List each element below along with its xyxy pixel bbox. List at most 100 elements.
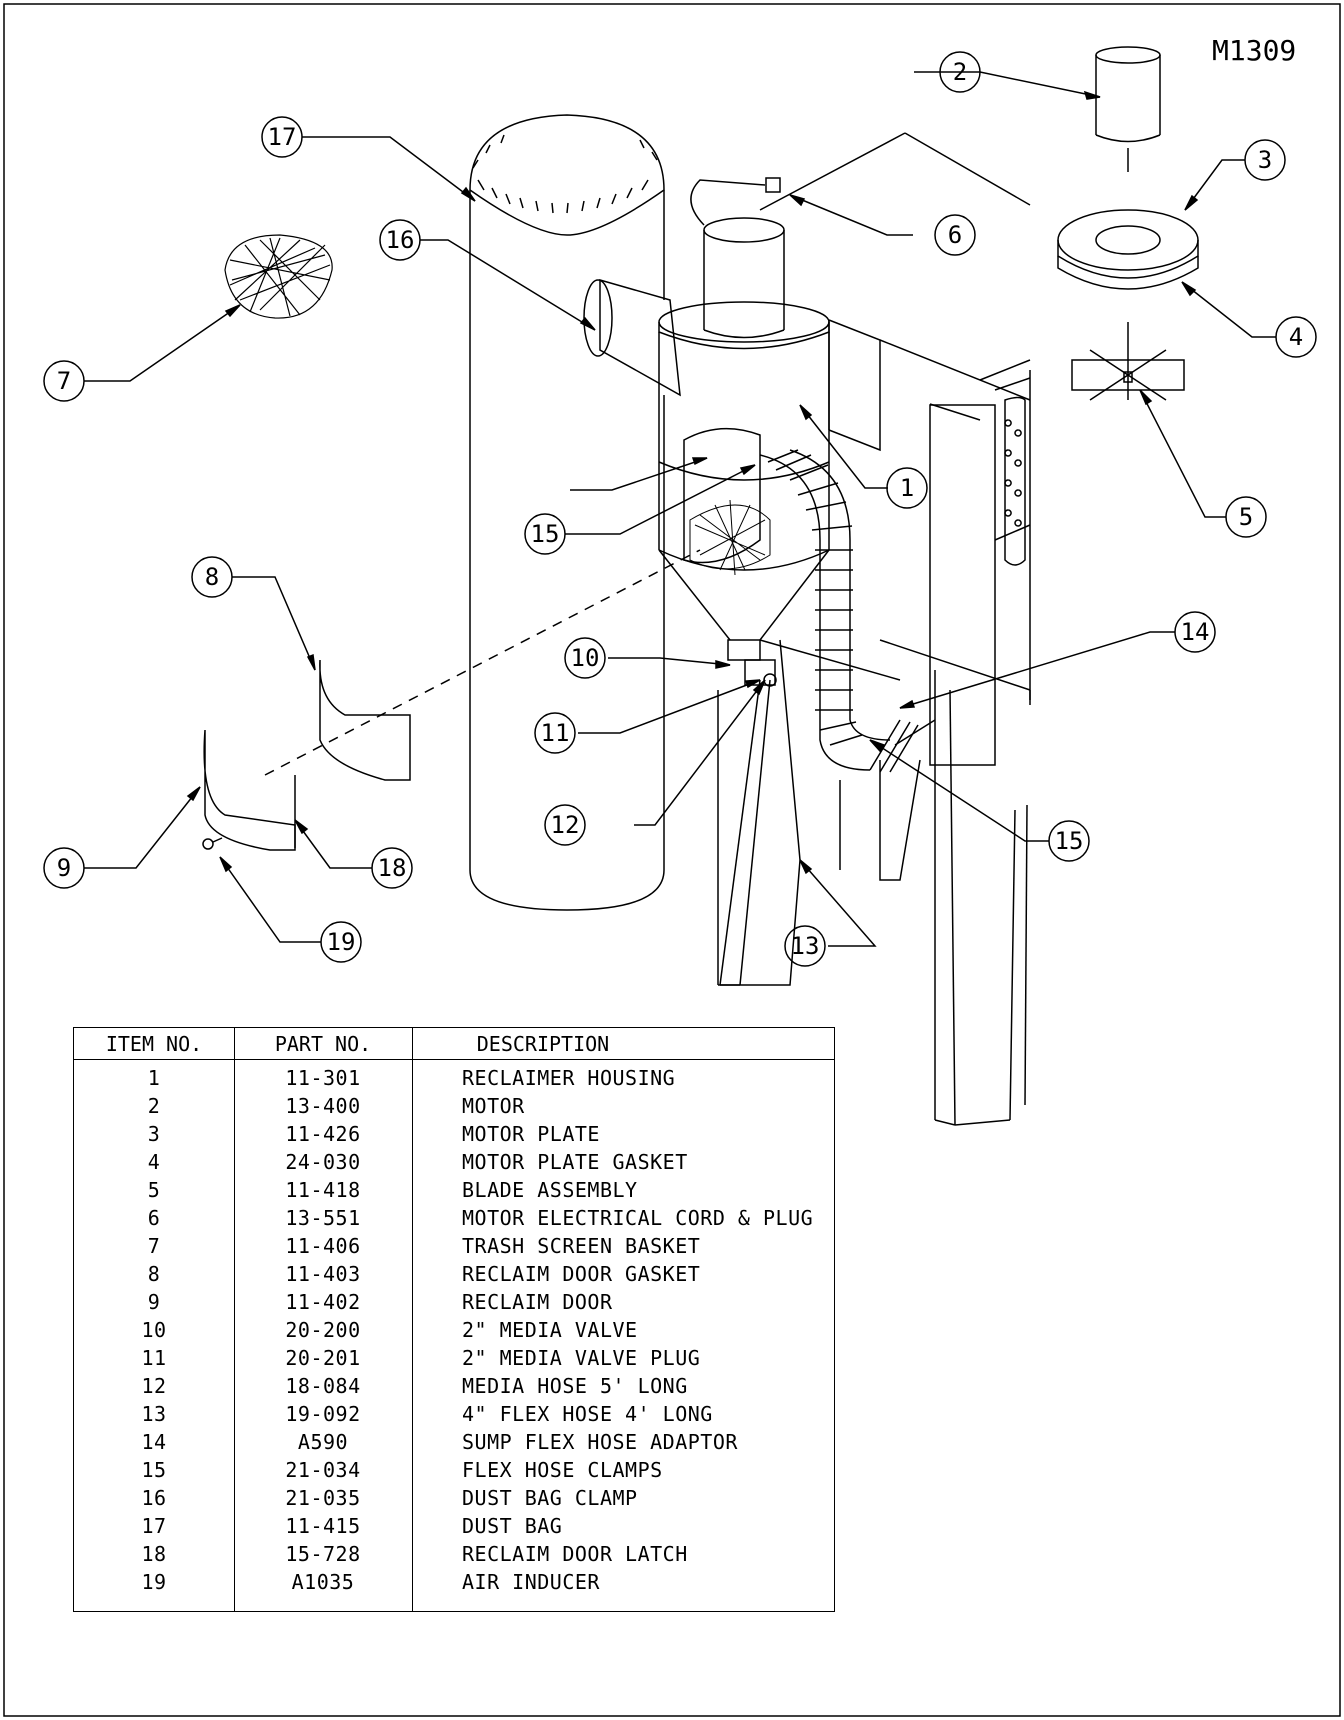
cell-description: 2" MEDIA VALVE PLUG [462,1346,701,1370]
svg-text:4: 4 [1289,323,1303,351]
cell-item-no: 14 [141,1430,167,1454]
cell-item-no: 18 [141,1542,167,1566]
sheet-border [3,3,1341,1717]
cell-part-no: 11-415 [285,1514,361,1538]
cell-description: MOTOR PLATE [462,1122,600,1146]
cell-part-no: 15-728 [285,1542,361,1566]
svg-text:17: 17 [268,123,297,151]
cell-part-no: 20-200 [285,1318,361,1342]
reclaim-door-parts [202,549,701,851]
callout-10: 10 [564,637,606,679]
header-item-no: ITEM NO. [105,1032,203,1056]
cell-item-no: 12 [141,1374,167,1398]
svg-text:1: 1 [900,474,914,502]
cell-item-no: 17 [141,1514,167,1538]
column-divider [412,1028,413,1611]
callout-12: 12 [544,804,586,846]
callout-14: 14 [1174,611,1216,653]
cell-description: MOTOR ELECTRICAL CORD & PLUG [462,1206,814,1230]
leader-lines [84,71,1276,947]
cell-part-no: 11-406 [285,1234,361,1258]
callout-18: 18 [371,847,413,889]
drawing-number: M1309 [1212,34,1296,67]
cell-description: AIR INDUCER [462,1570,600,1594]
trash-screen-basket [224,234,333,319]
cell-part-no: A1035 [291,1570,355,1594]
callout-15a: 15 [524,513,566,555]
cell-item-no: 8 [147,1262,161,1286]
cell-part-no: 13-400 [285,1094,361,1118]
cell-part-no: 24-030 [285,1150,361,1174]
callout-7: 7 [43,360,85,402]
basket-inside [689,499,771,576]
cell-description: RECLAIMER HOUSING [462,1066,676,1090]
cell-description: MOTOR PLATE GASKET [462,1150,688,1174]
cell-description: DUST BAG [462,1514,563,1538]
callout-16: 16 [379,219,421,261]
cell-item-no: 5 [147,1178,161,1202]
cell-item-no: 3 [147,1122,161,1146]
cell-item-no: 10 [141,1318,167,1342]
cell-description: BLADE ASSEMBLY [462,1178,638,1202]
cell-item-no: 1 [147,1066,161,1090]
callout-1: 1 [886,467,928,509]
callout-15b: 15 [1048,820,1090,862]
callout-4: 4 [1275,316,1317,358]
cell-part-no: 11-301 [285,1066,361,1090]
svg-text:6: 6 [948,221,962,249]
cell-item-no: 7 [147,1234,161,1258]
svg-text:19: 19 [327,928,356,956]
cell-part-no: 11-426 [285,1122,361,1146]
cell-description: FLEX HOSE CLAMPS [462,1458,663,1482]
cell-description: 4" FLEX HOSE 4' LONG [462,1402,713,1426]
header-description: DESCRIPTION [476,1032,610,1056]
cell-part-no: 19-092 [285,1402,361,1426]
cell-description: RECLAIM DOOR GASKET [462,1262,701,1286]
svg-text:16: 16 [386,226,415,254]
svg-text:5: 5 [1239,503,1253,531]
callout-11: 11 [534,712,576,754]
callout-3: 3 [1244,139,1286,181]
svg-text:14: 14 [1181,618,1210,646]
svg-text:15: 15 [531,520,560,548]
cell-description: TRASH SCREEN BASKET [462,1234,701,1258]
column-divider [234,1028,235,1611]
svg-text:10: 10 [571,644,600,672]
callout-2: 2 [939,51,981,93]
cell-description: 2" MEDIA VALVE [462,1318,638,1342]
callout-balloons: 1 2 3 4 5 6 7 8 9 10 11 12 13 14 15 [43,51,1317,967]
callout-6: 6 [934,214,976,256]
cell-item-no: 11 [141,1346,167,1370]
svg-text:15: 15 [1055,827,1084,855]
cell-part-no: 20-201 [285,1346,361,1370]
cell-item-no: 4 [147,1150,161,1174]
table-header-row [74,1028,834,1060]
cell-item-no: 9 [147,1290,161,1314]
cell-item-no: 15 [141,1458,167,1482]
cell-item-no: 16 [141,1486,167,1510]
cell-item-no: 2 [147,1094,161,1118]
svg-text:2: 2 [953,58,967,86]
cell-item-no: 19 [141,1570,167,1594]
dust-bag-assembly [469,114,665,911]
cell-part-no: A590 [297,1430,349,1454]
svg-text:13: 13 [791,932,820,960]
motor-parts [1057,46,1199,401]
cell-part-no: 13-551 [285,1206,361,1230]
cell-description: RECLAIM DOOR [462,1290,613,1314]
svg-text:9: 9 [57,854,71,882]
callout-19: 19 [320,921,362,963]
flex-hose [759,449,919,773]
callout-8: 8 [191,556,233,598]
cell-part-no: 18-084 [285,1374,361,1398]
svg-text:8: 8 [205,563,219,591]
cell-item-no: 6 [147,1206,161,1230]
reclaimer-housing [583,132,1031,661]
cell-description: RECLAIM DOOR LATCH [462,1542,688,1566]
callout-17: 17 [261,116,303,158]
svg-text:12: 12 [551,811,580,839]
svg-text:3: 3 [1258,146,1272,174]
